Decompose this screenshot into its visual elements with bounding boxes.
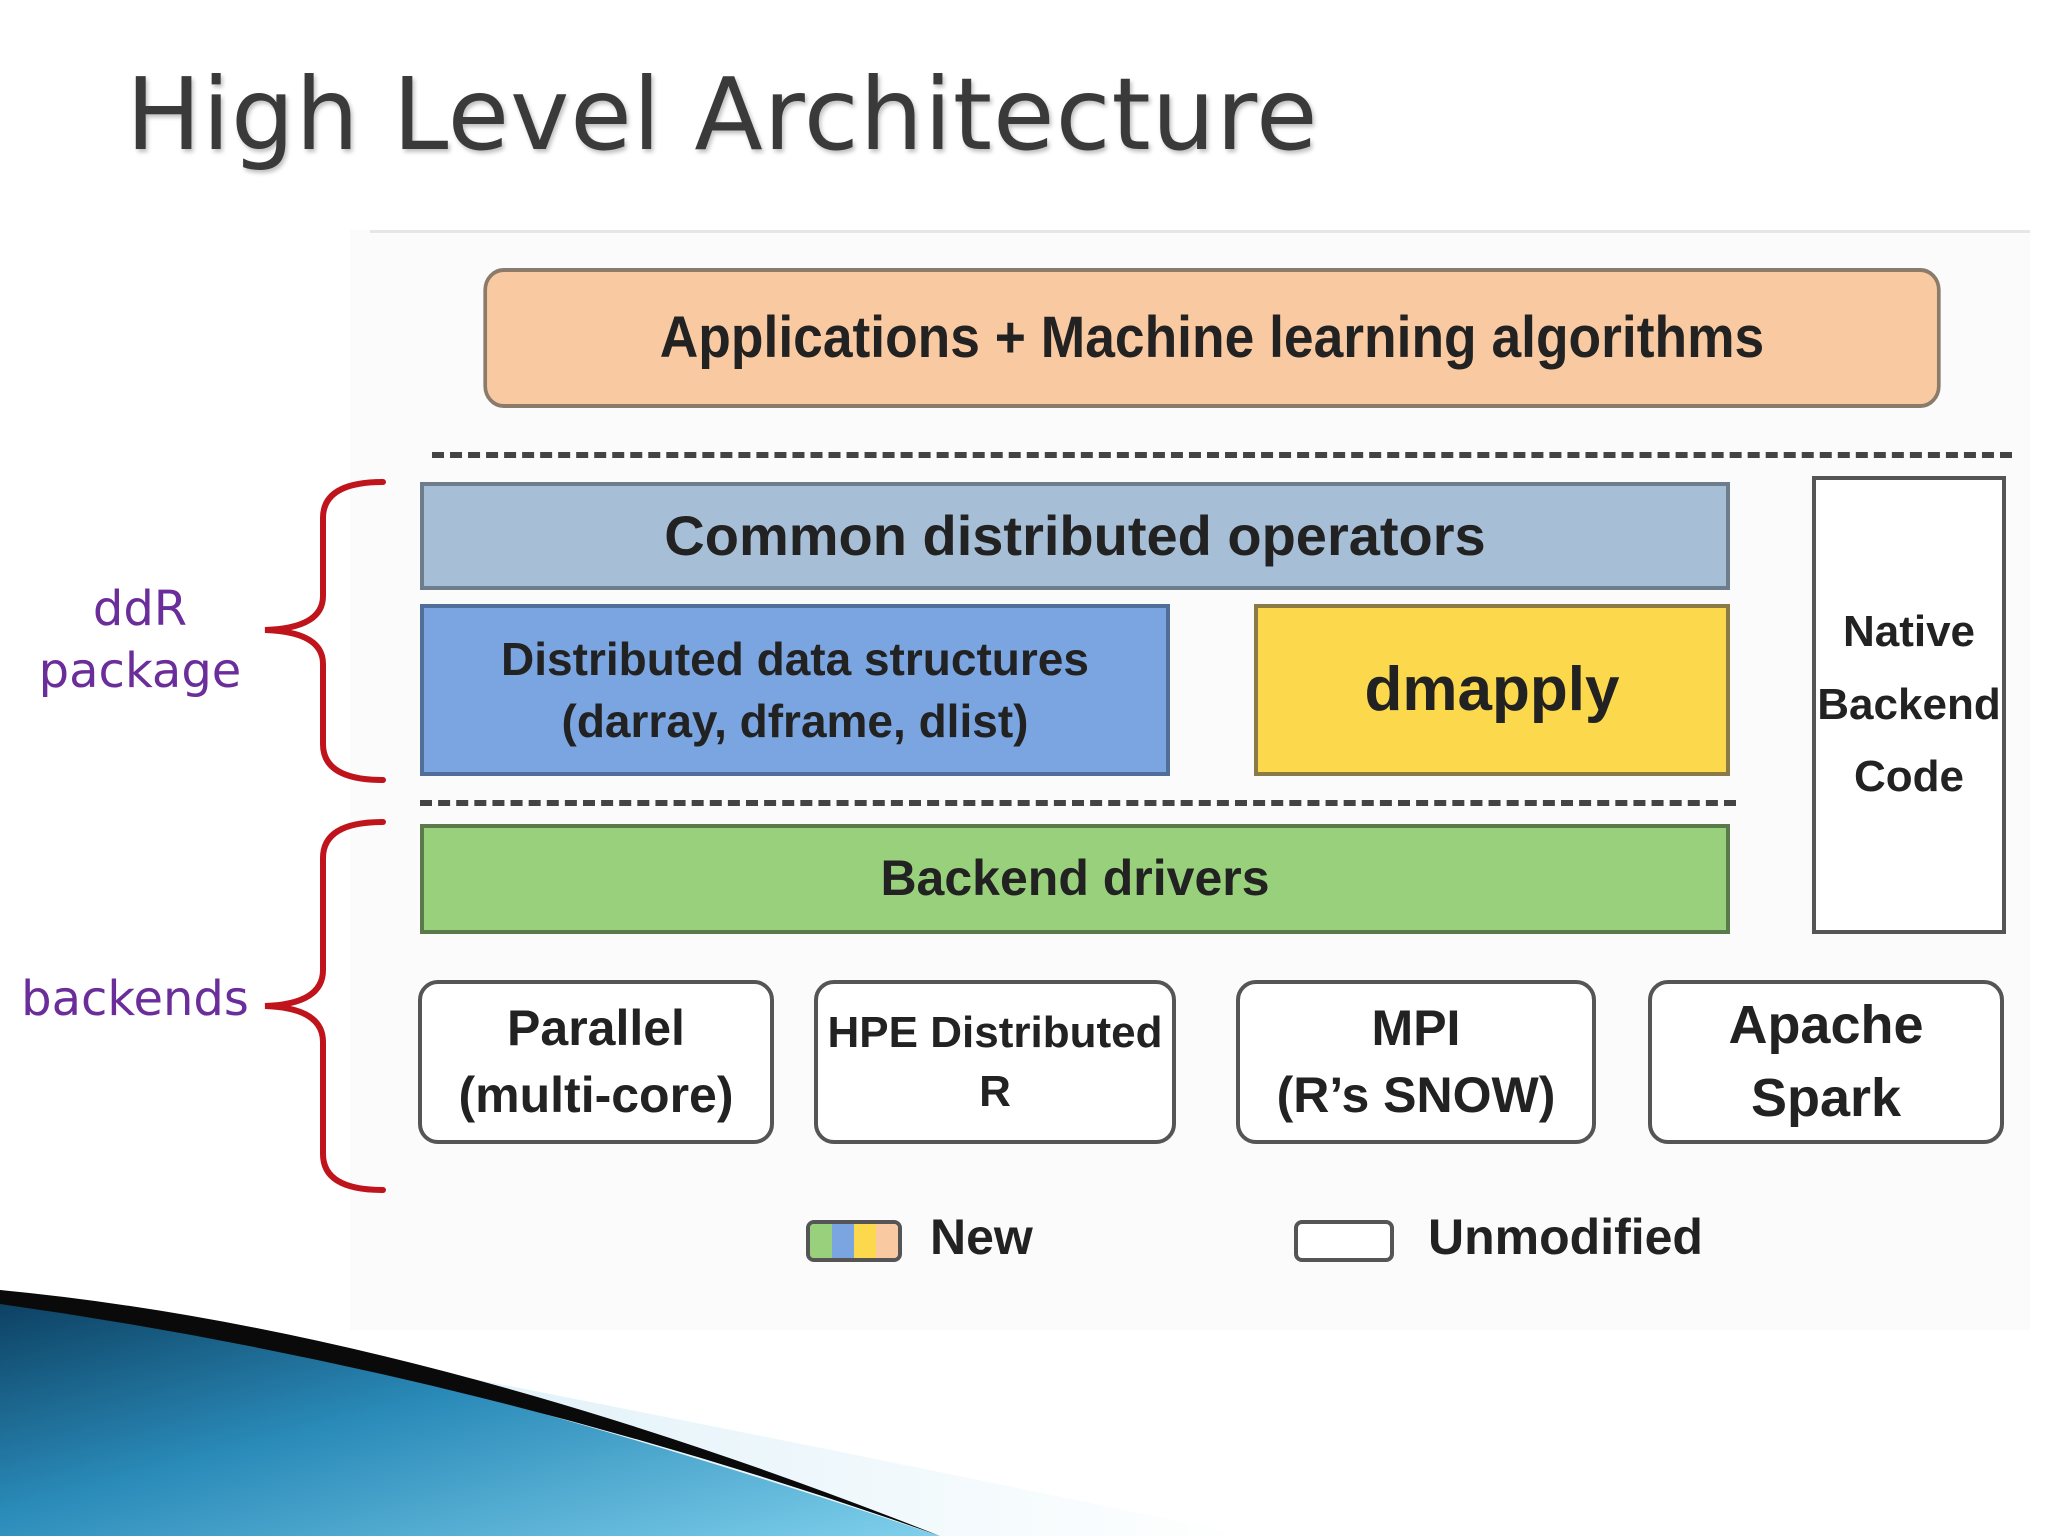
backends-label: backends [21, 971, 249, 1027]
legend-swatch-green [810, 1224, 832, 1258]
legend-unmodified-swatch [1294, 1220, 1394, 1262]
top-dashed-divider [432, 452, 2012, 458]
legend-swatch-blue [832, 1224, 854, 1258]
legend-swatch-orange [876, 1224, 898, 1258]
common-operators-layer: Common distributed operators [420, 482, 1730, 590]
native-backend-code-box: Native Backend Code [1812, 476, 2006, 934]
backend-parallel-box: Parallel (multi-core) [418, 980, 774, 1144]
distributed-data-structures-box: Distributed data structures (darray, dfr… [420, 604, 1170, 776]
applications-layer: Applications + Machine learning algorith… [483, 268, 1941, 408]
dmapply-box: dmapply [1254, 604, 1730, 776]
ddr-package-brace-icon [264, 479, 386, 783]
ddr-package-label: ddR package [38, 581, 242, 700]
backend-apache-spark-box: Apache Spark [1648, 980, 2004, 1144]
middle-dashed-divider [420, 800, 1736, 806]
architecture-diagram [350, 230, 2030, 1330]
legend-swatch-yellow [854, 1224, 876, 1258]
backend-mpi-box: MPI (R’s SNOW) [1236, 980, 1596, 1144]
backends-brace-icon [264, 819, 386, 1193]
legend-unmodified-label: Unmodified [1428, 1209, 1703, 1265]
legend-new-swatch [806, 1220, 902, 1262]
legend-new-label: New [930, 1209, 1033, 1265]
backend-drivers-layer: Backend drivers [420, 824, 1730, 934]
slide-decoration-swoosh [0, 1290, 1250, 1536]
backend-hpe-distributed-r-box: HPE Distributed R [814, 980, 1176, 1144]
slide-title: High Level Architecture [126, 56, 1319, 173]
diagram-top-border [370, 230, 2030, 233]
